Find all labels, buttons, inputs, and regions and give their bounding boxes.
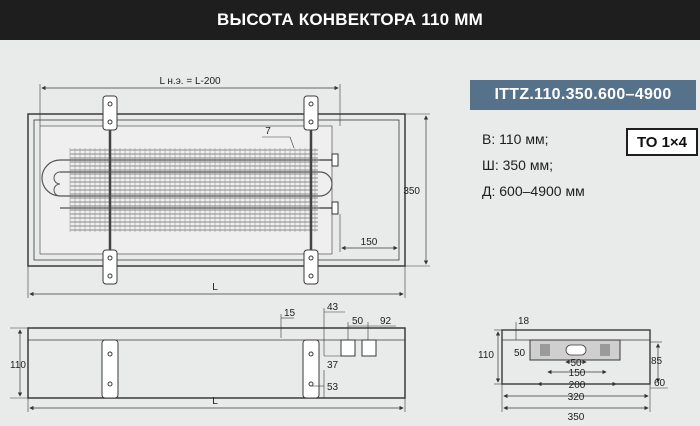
bracket-bottom-right: [303, 249, 319, 285]
fin-block: [69, 148, 318, 232]
top-view: [27, 84, 430, 298]
bracket-bottom-left: [102, 249, 118, 285]
dim-sec-200: 200: [569, 380, 586, 391]
dim-side-15: 15: [284, 308, 296, 319]
dim-side-43: 43: [327, 302, 339, 313]
tubes: [60, 159, 320, 209]
dim-sec-85: 85: [651, 356, 663, 367]
model-code: ITTZ.110.350.600–4900: [470, 80, 696, 110]
spec-list: В: 110 мм; Ш: 350 мм; Д: 600–4900 мм: [482, 126, 585, 204]
section-view: [494, 322, 668, 412]
spec-length: Д: 600–4900 мм: [482, 183, 585, 199]
to-badge: ТО 1×4: [626, 128, 698, 156]
bracket-top-right: [303, 95, 319, 131]
dim-sec-350: 350: [568, 412, 585, 423]
dim-side-50: 50: [352, 316, 364, 327]
dim-side-L: L: [212, 396, 218, 407]
dim-side-110: 110: [10, 360, 26, 371]
side-bracket-right: [302, 339, 320, 399]
dim-sec-150: 150: [569, 368, 586, 379]
callout-7: 7: [265, 126, 271, 137]
casing-outline: [27, 113, 406, 267]
dim-sec-60: 60: [654, 378, 666, 389]
page-title: ВЫСОТА КОНВЕКТОРА 110 ММ: [0, 0, 700, 40]
dim-sec-50: 50: [570, 358, 582, 369]
connection-left: [340, 339, 356, 357]
drawing-canvas: L н.э. = L-200 L 350 150 7 110 15 43 50 …: [10, 76, 668, 423]
dim-sec-50-left: 50: [514, 348, 526, 359]
spec-height: В: 110 мм;: [482, 131, 549, 147]
tube-bend-left: [41, 159, 61, 197]
valve-upper: [331, 153, 339, 167]
dim-lhe: L н.э. = L-200: [159, 76, 221, 87]
dim-sec-320: 320: [568, 392, 585, 403]
dim-side-53: 53: [327, 382, 339, 393]
side-bracket-left: [101, 339, 119, 399]
dim-side-37: 37: [327, 360, 339, 371]
connection-right: [361, 339, 377, 357]
dim-sec-18: 18: [518, 316, 530, 327]
tube-bend-left-inner: [53, 171, 61, 197]
dim-top-350: 350: [403, 186, 420, 197]
bracket-top-left: [102, 95, 118, 131]
valve-lower: [331, 201, 339, 215]
dim-top-L: L: [212, 282, 218, 293]
side-casing: [27, 327, 406, 399]
dim-sec-110: 110: [478, 350, 494, 361]
technical-drawing: L н.э. = L-200 L 350 150 7 110 15 43 50 …: [0, 40, 700, 426]
casing-inner: [33, 119, 400, 261]
dim-side-92: 92: [380, 316, 392, 327]
side-view: [10, 308, 406, 412]
dim-top-150: 150: [361, 237, 378, 248]
tube-bend-right: [319, 171, 333, 197]
spec-width: Ш: 350 мм;: [482, 157, 553, 173]
